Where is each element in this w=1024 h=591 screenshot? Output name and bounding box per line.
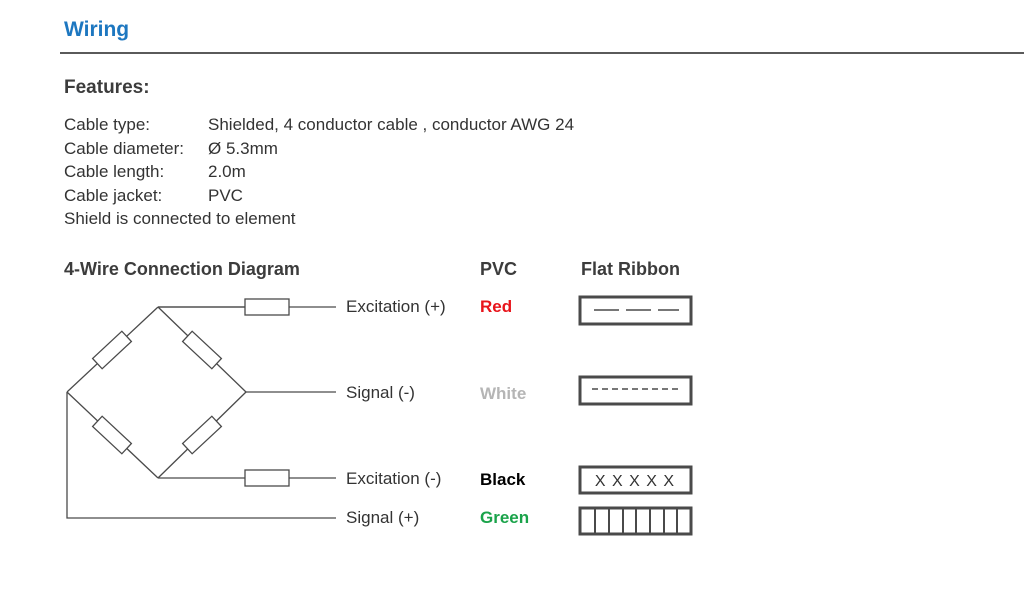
bridge-resistor-bottom-right	[181, 415, 223, 455]
ribbon-long-dash	[578, 295, 693, 326]
pvc-color-white: White	[480, 384, 527, 403]
pvc-color-black: Black	[480, 470, 526, 489]
ribbon-x-text: X X X X X	[595, 473, 675, 490]
spec-value: Shielded, 4 conductor cable , conductor …	[208, 115, 575, 134]
spec-cable-diameter: Cable diameter: Ø 5.3mm	[64, 139, 278, 159]
ribbon-heading: Flat Ribbon	[581, 259, 680, 279]
spec-value: Ø 5.3mm	[208, 139, 278, 158]
spec-value: PVC	[208, 186, 243, 205]
spec-label: Cable diameter:	[64, 139, 185, 158]
spec-cable-length: Cable length: 2.0m	[64, 162, 246, 182]
features-heading: Features:	[64, 77, 150, 98]
lead-excitation-minus	[158, 469, 336, 487]
lead-excitation-plus	[158, 298, 336, 316]
pvc-color-red: Red	[480, 297, 513, 316]
signal-label-excitation-plus: Excitation (+)	[346, 297, 446, 316]
signal-label-excitation-minus: Excitation (-)	[346, 469, 442, 488]
signal-label-signal-plus: Signal (+)	[346, 508, 420, 527]
pvc-color-green: Green	[480, 508, 530, 527]
diagram-heading: 4-Wire Connection Diagram	[64, 259, 300, 279]
title-divider	[60, 52, 1024, 54]
ribbon-x-pattern	[578, 465, 693, 495]
ribbon-bars	[578, 506, 693, 536]
bridge-resistor-top-left	[91, 330, 133, 370]
shield-note: Shield is connected to element	[64, 209, 296, 228]
spec-label: Cable length:	[64, 162, 165, 181]
bridge-resistor-bottom-left	[91, 415, 133, 455]
spec-cable-jacket: Cable jacket: PVC	[64, 186, 243, 206]
ribbon-short-dash	[578, 375, 693, 406]
section-title: Wiring	[64, 18, 130, 41]
spec-cable-type: Cable type: Shielded, 4 conductor cable ,…	[64, 115, 574, 135]
lead-signal-plus	[66, 392, 336, 519]
pvc-heading: PVC	[480, 259, 518, 279]
bridge-resistor-top-right	[181, 330, 223, 370]
spec-label: Cable type:	[64, 115, 150, 134]
bridge-outline	[66, 306, 247, 479]
spec-value: 2.0m	[208, 162, 246, 181]
signal-label-signal-minus: Signal (-)	[346, 383, 415, 402]
spec-label: Cable jacket:	[64, 186, 163, 205]
